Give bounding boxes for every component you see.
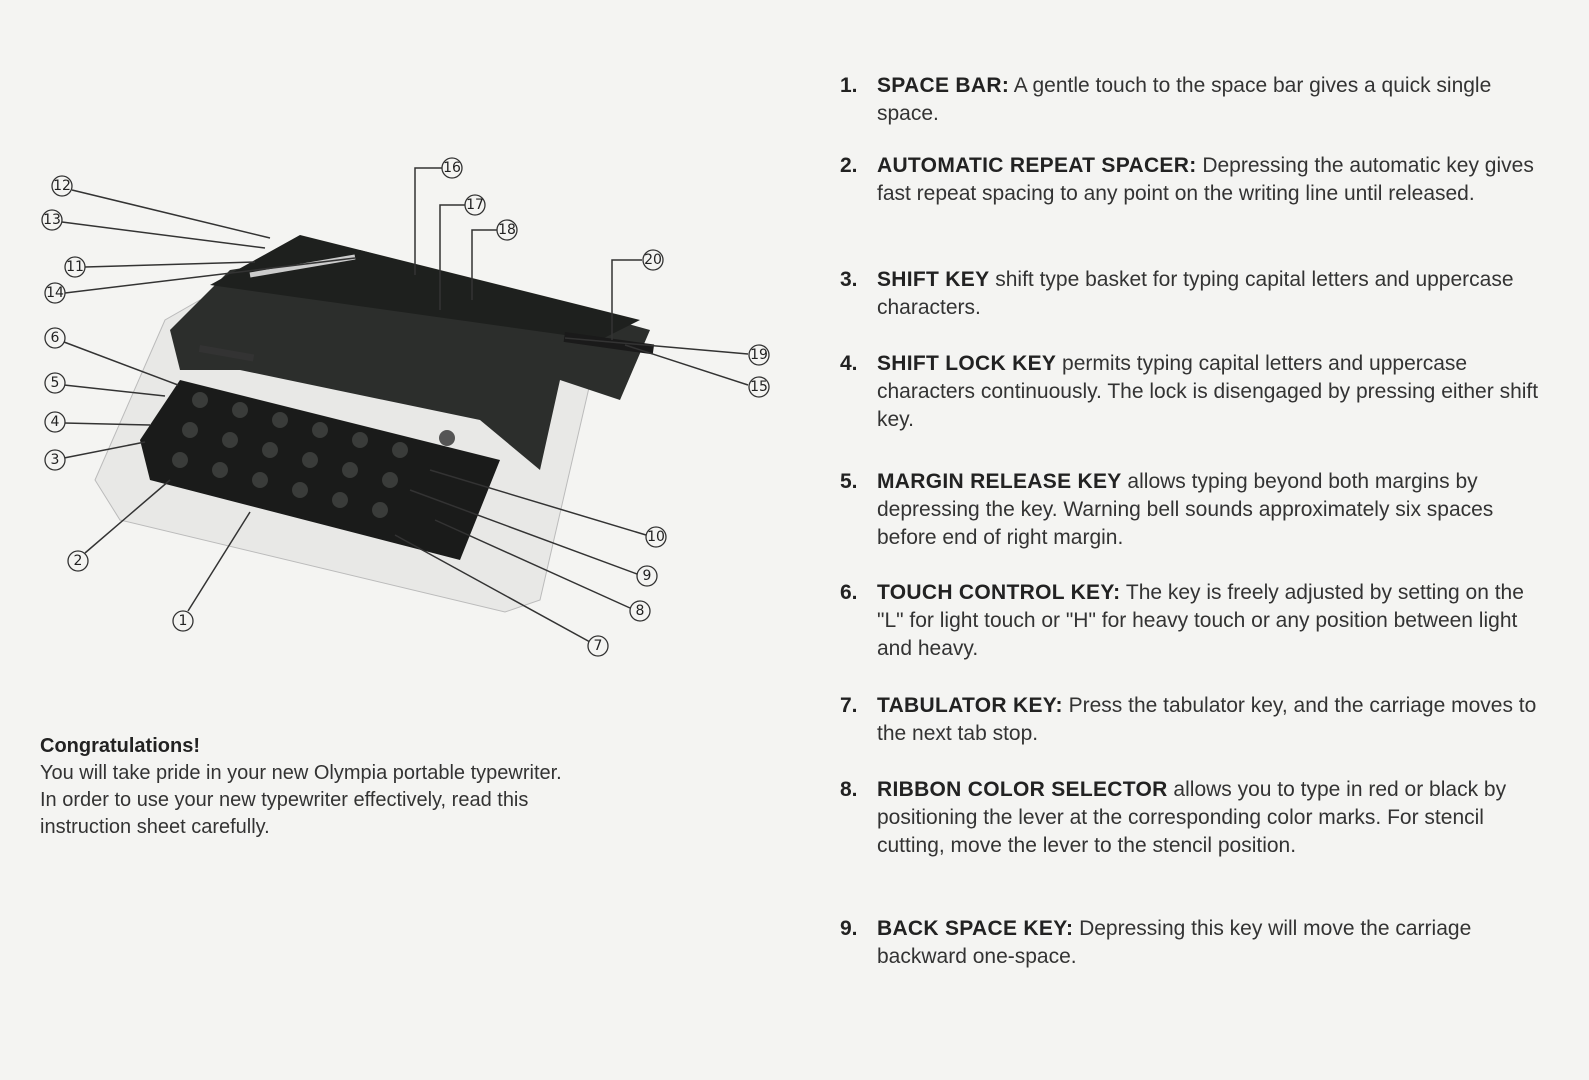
- list-item: 8. RIBBON COLOR SELECTOR allows you to ty…: [840, 776, 1550, 860]
- callout-5: [44, 372, 66, 394]
- item-number: 4.: [840, 352, 858, 375]
- callout-11: [64, 256, 86, 278]
- callout-label: 12: [53, 178, 71, 194]
- typewriter-illustration: [94, 235, 655, 613]
- item-number: 3.: [840, 268, 858, 291]
- callout-label: 13: [43, 212, 61, 228]
- list-item: 6. TOUCH CONTROL KEY: The key is freely a…: [840, 579, 1550, 663]
- item-number: 2.: [840, 154, 858, 177]
- item-title: SHIFT LOCK KEY: [877, 352, 1057, 375]
- item-text: Depressing this key will move the carria…: [877, 917, 1472, 968]
- callout-9: [636, 565, 658, 587]
- callout-label: 20: [644, 252, 662, 268]
- callout-label: 15: [750, 379, 768, 395]
- list-item: 3. SHIFT KEY shift type basket for typing…: [840, 266, 1550, 322]
- callout-4: [44, 411, 66, 433]
- callout-label: 7: [594, 638, 603, 654]
- callout-20: [642, 249, 664, 271]
- callout-3: [44, 449, 66, 471]
- item-text: Press the tabulator key, and the carriag…: [877, 694, 1537, 745]
- item-title: RIBBON COLOR SELECTOR: [877, 778, 1168, 801]
- callout-label: 3: [51, 452, 60, 468]
- callout-label: 19: [750, 347, 768, 363]
- item-text: shift type basket for typing capital let…: [877, 268, 1514, 319]
- item-text: allows typing beyond both margins by dep…: [877, 470, 1494, 549]
- intro-line: In order to use your new typewriter effe…: [40, 789, 529, 811]
- callout-label: 4: [51, 414, 60, 430]
- intro-section: Congratulations! You will take pride in …: [40, 733, 740, 841]
- callout-18: [496, 219, 518, 241]
- item-title: TABULATOR KEY:: [877, 694, 1063, 717]
- item-text: The key is freely adjusted by setting on…: [877, 581, 1524, 660]
- item-text: A gentle touch to the space bar gives a …: [877, 74, 1492, 125]
- callout-label: 16: [443, 160, 461, 176]
- list-item: 5. MARGIN RELEASE KEY allows typing beyon…: [840, 468, 1550, 552]
- callout-8: [629, 600, 651, 622]
- item-number: 9.: [840, 917, 858, 940]
- intro-line: instruction sheet carefully.: [40, 816, 270, 838]
- typewriter-diagram: 1 2 3 4 5 6 7 8 9 10 11 12 13 14 15 16 1…: [41, 157, 770, 657]
- item-title: SHIFT KEY: [877, 268, 990, 291]
- item-title: TOUCH CONTROL KEY:: [877, 581, 1121, 604]
- item-title: BACK SPACE KEY:: [877, 917, 1074, 940]
- callout-19: [748, 344, 770, 366]
- callout-label: 8: [636, 603, 645, 619]
- callout-label: 14: [46, 285, 64, 301]
- callout-label: 10: [647, 529, 665, 545]
- item-number: 5.: [840, 470, 858, 493]
- callout-label: 5: [51, 375, 60, 391]
- callout-7: [587, 635, 609, 657]
- item-number: 7.: [840, 694, 858, 717]
- item-text: Depressing the automatic key gives fast …: [877, 154, 1534, 205]
- callout-label: 18: [498, 222, 516, 238]
- callout-label: 11: [66, 259, 84, 275]
- callout-12: [51, 175, 73, 197]
- callout-markers: [41, 157, 770, 657]
- item-title: MARGIN RELEASE KEY: [877, 470, 1122, 493]
- item-title: SPACE BAR:: [877, 74, 1010, 97]
- item-text: allows you to type in red or black by po…: [877, 778, 1507, 857]
- item-number: 8.: [840, 778, 858, 801]
- callout-17: [464, 194, 486, 216]
- item-number: 6.: [840, 581, 858, 604]
- callout-14: [44, 282, 66, 304]
- callout-label: 2: [74, 553, 83, 569]
- callout-label: 6: [51, 330, 60, 346]
- intro-line: You will take pride in your new Olympia …: [40, 762, 562, 784]
- callout-1: [172, 610, 194, 632]
- list-item: 7. TABULATOR KEY: Press the tabulator key…: [840, 692, 1550, 748]
- list-item: 9. BACK SPACE KEY: Depressing this key wi…: [840, 915, 1550, 971]
- intro-heading: Congratulations!: [40, 735, 200, 757]
- callout-15: [748, 376, 770, 398]
- callout-16: [441, 157, 463, 179]
- callout-6: [44, 327, 66, 349]
- list-item: 1. SPACE BAR: A gentle touch to the space…: [840, 72, 1550, 128]
- callout-label: 1: [179, 613, 188, 629]
- list-item: 4. SHIFT LOCK KEY permits typing capital …: [840, 350, 1550, 434]
- item-text: permits typing capital letters and upper…: [877, 352, 1539, 431]
- item-number: 1.: [840, 74, 858, 97]
- callout-10: [645, 526, 667, 548]
- callout-label: 17: [466, 197, 484, 213]
- callout-label: 9: [643, 568, 652, 584]
- item-title: AUTOMATIC REPEAT SPACER:: [877, 154, 1197, 177]
- list-item: 2. AUTOMATIC REPEAT SPACER: Depressing th…: [840, 152, 1550, 208]
- callout-13: [41, 209, 63, 231]
- callout-2: [67, 550, 89, 572]
- callout-lines: [61, 167, 749, 643]
